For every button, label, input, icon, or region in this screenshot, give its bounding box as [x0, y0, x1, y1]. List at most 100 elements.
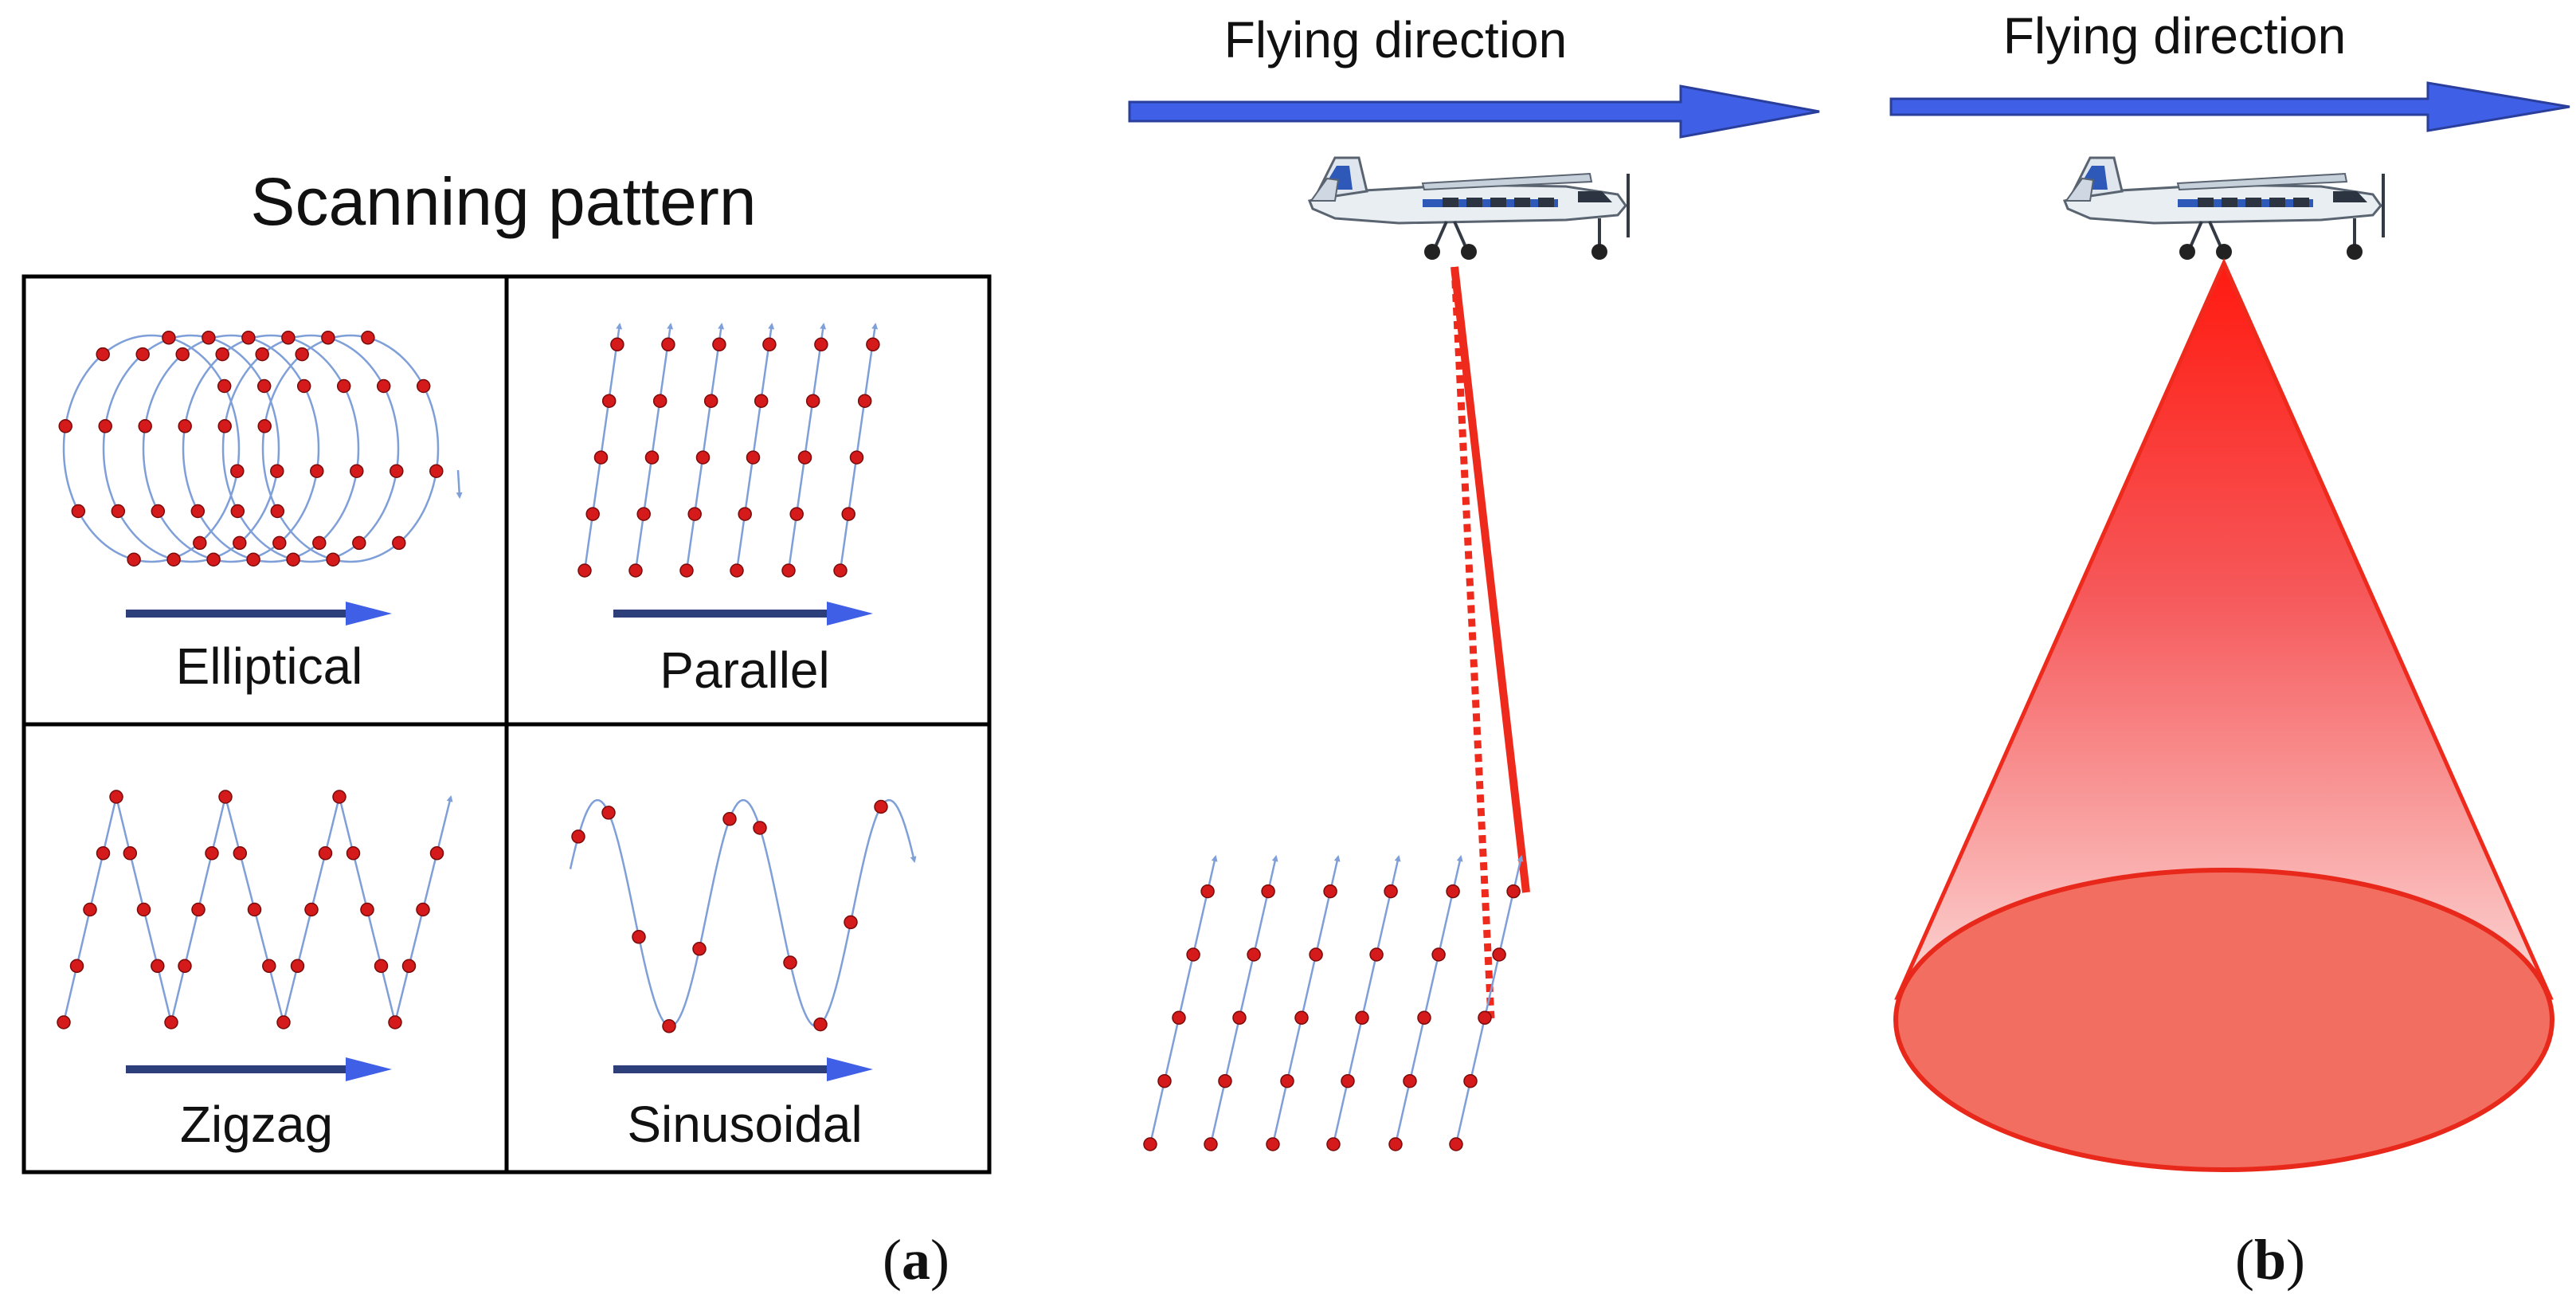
scan-point — [276, 1015, 291, 1029]
zigzag-points — [57, 790, 444, 1029]
scan-point — [98, 419, 112, 433]
elliptical-label: Elliptical — [176, 637, 363, 695]
scan-point — [593, 450, 609, 465]
scan-point — [730, 563, 744, 578]
scan-point — [272, 535, 287, 551]
scan-point — [270, 464, 284, 478]
scan-point — [601, 806, 616, 820]
scan-point — [805, 394, 820, 408]
scan-point — [215, 347, 229, 362]
scan-point — [109, 790, 123, 804]
scan-point — [205, 846, 219, 861]
scan-point — [166, 552, 181, 567]
parallel-trace — [583, 323, 879, 571]
laser-beam-dotted — [1450, 266, 1495, 1019]
scan-point — [610, 337, 624, 352]
cell-zigzag: Zigzag — [57, 790, 453, 1153]
scan-point — [1323, 884, 1337, 899]
scan-point — [202, 331, 216, 345]
scan-point — [135, 347, 150, 362]
scan-point — [1417, 1010, 1431, 1026]
scan-point — [350, 464, 364, 478]
scan-point — [703, 394, 718, 408]
scan-point — [632, 930, 646, 944]
scan-point — [1309, 947, 1323, 962]
scan-point — [1478, 1010, 1492, 1026]
scan-point — [1492, 947, 1506, 962]
scan-point — [813, 1017, 828, 1032]
scan-point — [256, 378, 272, 394]
scan-point — [96, 347, 110, 362]
scan-point — [164, 1015, 178, 1029]
scan-point — [388, 1015, 402, 1029]
scan-point — [695, 450, 711, 465]
scan-point — [57, 1015, 71, 1029]
right-flying-direction-arrow — [1889, 81, 2570, 132]
scan-point — [738, 507, 752, 521]
scan-point — [332, 790, 346, 804]
scan-point — [71, 504, 86, 519]
elliptical-direction-arrow — [126, 602, 392, 626]
scan-point — [255, 347, 269, 362]
sinusoidal-points — [571, 799, 888, 1033]
scan-point — [218, 790, 233, 804]
scan-point — [178, 959, 192, 974]
scan-point — [661, 337, 675, 352]
scan-point — [217, 419, 232, 433]
scan-point — [1157, 1073, 1172, 1088]
scan-point — [754, 394, 769, 408]
scan-point — [585, 507, 600, 521]
scan-point — [230, 504, 245, 519]
scan-point — [1294, 1010, 1309, 1026]
scan-point — [295, 347, 309, 362]
scan-point — [191, 902, 206, 917]
scan-point — [190, 504, 206, 519]
scan-point — [401, 959, 417, 974]
subfigure-letter-b: b — [2254, 1228, 2286, 1292]
right-arrow-label: Flying direction — [2003, 7, 2346, 65]
zigzag-direction-arrow — [126, 1057, 392, 1081]
scan-point — [797, 450, 812, 465]
scan-point — [69, 959, 84, 974]
scan-point — [290, 959, 305, 974]
scan-point — [230, 464, 245, 478]
scan-point — [1403, 1073, 1417, 1088]
subfigure-label-b: (b) — [2235, 1228, 2305, 1292]
scan-point — [1261, 884, 1275, 899]
scan-point — [138, 419, 152, 433]
scan-point — [1355, 1010, 1369, 1026]
scan-point — [571, 829, 585, 844]
scan-point — [1341, 1073, 1355, 1088]
scan-point — [1431, 947, 1446, 962]
scan-point — [310, 464, 324, 478]
scan-point — [123, 846, 138, 861]
scan-point — [270, 504, 285, 519]
scan-point — [286, 552, 300, 567]
scan-point — [151, 504, 166, 519]
scan-point — [178, 419, 192, 433]
scan-point — [1232, 1010, 1247, 1026]
sinusoidal-label: Sinusoidal — [627, 1096, 862, 1153]
scan-point — [652, 394, 667, 408]
scan-point — [687, 507, 702, 521]
scan-point — [193, 535, 207, 551]
scan-point — [1326, 1137, 1341, 1151]
scan-point — [312, 535, 327, 551]
scan-point — [1384, 884, 1398, 899]
scan-point — [257, 419, 272, 433]
scan-point — [1247, 947, 1261, 962]
scan-point — [281, 331, 296, 345]
scan-point — [136, 902, 151, 917]
scan-point — [781, 563, 796, 578]
scan-point — [175, 347, 190, 362]
laser-beam-solid — [1450, 266, 1530, 893]
scan-point — [352, 535, 366, 551]
scan-point — [246, 552, 260, 567]
scan-point — [162, 331, 176, 345]
scan-point — [1280, 1073, 1294, 1088]
scan-point — [662, 1019, 676, 1033]
subfigure-label-a: (a) — [883, 1228, 949, 1292]
scan-point — [58, 419, 72, 433]
scan-point — [1463, 1073, 1478, 1088]
